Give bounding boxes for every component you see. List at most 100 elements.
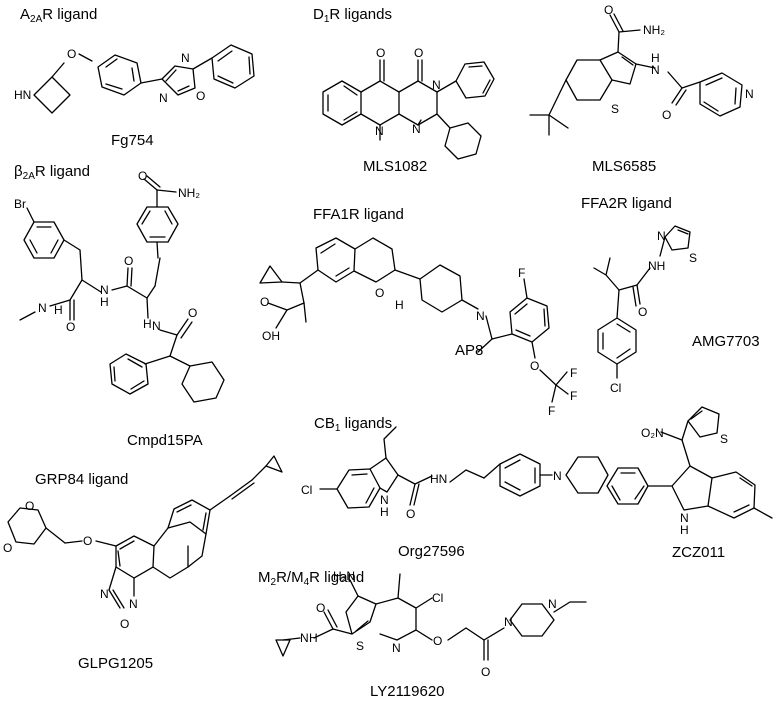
structure-glpg1205: O O O N N O bbox=[3, 455, 283, 631]
structure-ly2119620: H₂N Cl O N H S N O O N N bbox=[275, 569, 587, 679]
atom-cmpd15pa-o1: O bbox=[138, 169, 147, 183]
atom-mls1082-n3: N bbox=[375, 124, 384, 138]
atom-ap8-n: N bbox=[476, 309, 485, 323]
atom-cmpd15pa-h3: H bbox=[143, 317, 152, 331]
atom-zcz011-s: S bbox=[720, 432, 728, 446]
atom-glpg1205-o3: O bbox=[83, 534, 92, 548]
atom-glpg1205-o4: O bbox=[120, 617, 129, 631]
atom-amg7703-s: S bbox=[689, 251, 697, 265]
atom-fg754-o: O bbox=[67, 47, 76, 61]
atom-org27596-cl: Cl bbox=[301, 483, 312, 497]
atom-cmpd15pa-o4: O bbox=[188, 306, 197, 320]
atom-ly2119620-n1: N bbox=[300, 631, 309, 645]
compound-label-mls1082: MLS1082 bbox=[363, 158, 428, 175]
atom-mls1082-o2: O bbox=[414, 46, 423, 60]
heading-ffa2r: FFA2R ligand bbox=[581, 195, 672, 212]
atom-amg7703-o: O bbox=[638, 305, 647, 319]
atom-ap8-f3: F bbox=[570, 389, 577, 403]
atom-ly2119620-o3: O bbox=[481, 665, 490, 679]
structure-mls1082: O O N N N bbox=[322, 46, 495, 160]
atom-fg754-hn: HN bbox=[14, 88, 31, 102]
atom-ap8-f1: F bbox=[518, 266, 525, 280]
atom-zcz011-n: N bbox=[680, 511, 689, 525]
atom-ap8-f2: F bbox=[570, 366, 577, 380]
atom-cmpd15pa-br: Br bbox=[14, 197, 26, 211]
structure-cmpd15pa: Br O NH₂ O H N O N H H N O bbox=[14, 169, 225, 403]
atom-ly2119620-o2: O bbox=[433, 634, 442, 648]
atom-cmpd15pa-nh2: NH₂ bbox=[178, 186, 200, 200]
atom-glpg1205-n2: N bbox=[129, 597, 138, 611]
heading-b2ar: β2AR ligand bbox=[14, 163, 90, 182]
atom-ap8-f4: F bbox=[548, 404, 555, 418]
compound-label-ly2119620: LY2119620 bbox=[370, 683, 445, 700]
atom-ly2119620-n4: N bbox=[548, 597, 557, 611]
atom-fg754-n1: N bbox=[181, 51, 190, 65]
atom-amg7703-nh: NH bbox=[648, 259, 665, 273]
atom-ly2119620-n2: N bbox=[392, 641, 401, 655]
heading-cb1: CB1 ligands bbox=[314, 415, 393, 434]
atom-org27596-n2: N bbox=[553, 469, 562, 483]
atom-cmpd15pa-h2: H bbox=[54, 303, 63, 317]
heading-grp84: GRP84 ligand bbox=[35, 471, 129, 488]
structure-amg7703: N S NH O Cl bbox=[593, 225, 697, 395]
atom-cmpd15pa-n3: N bbox=[152, 319, 161, 333]
atom-mls6585-nh2: NH₂ bbox=[643, 23, 665, 37]
atom-cmpd15pa-o2: O bbox=[124, 254, 133, 268]
atom-ap8-o2: O bbox=[530, 359, 539, 373]
atom-mls6585-s: S bbox=[611, 102, 619, 116]
compound-label-glpg1205: GLPG1205 bbox=[78, 655, 154, 672]
atom-org27596-o: O bbox=[406, 507, 415, 521]
compound-label-cmpd15pa: Cmpd15PA bbox=[127, 432, 203, 449]
compound-label-ap8: AP8 bbox=[455, 342, 484, 359]
heading-a2ar: A2AR ligand bbox=[20, 6, 98, 25]
atom-glpg1205-n1: N bbox=[100, 587, 109, 601]
atom-ly2119620-cl: Cl bbox=[432, 591, 443, 605]
atom-mls1082-o1: O bbox=[376, 46, 385, 60]
atom-cmpd15pa-n2: N bbox=[38, 301, 47, 315]
atom-ap8-h: H bbox=[395, 298, 404, 312]
atom-mls6585-n2: N bbox=[745, 87, 754, 101]
structure-mls6585: O NH₂ S N H O N bbox=[529, 3, 754, 136]
compound-label-fg754: Fg754 bbox=[111, 132, 154, 149]
structure-ap8: O H N F O F F F O OH bbox=[259, 237, 577, 418]
atom-ly2119620-o1: O bbox=[316, 601, 325, 615]
atom-cmpd15pa-n1: N bbox=[100, 283, 109, 297]
atom-mls1082-n2: N bbox=[412, 122, 421, 136]
atom-ap8-o3: O bbox=[260, 295, 269, 309]
atom-amg7703-n: N bbox=[657, 229, 666, 243]
atom-amg7703-cl: Cl bbox=[610, 381, 621, 395]
atom-ly2119620-h1: H bbox=[309, 631, 318, 645]
atom-mls6585-o1: O bbox=[604, 3, 613, 17]
atom-mls6585-n: N bbox=[651, 63, 660, 77]
atom-glpg1205-o2: O bbox=[3, 541, 12, 555]
atom-zcz011-o2n: O₂N bbox=[641, 426, 664, 440]
atom-org27596-h: H bbox=[380, 505, 389, 519]
atom-ly2119620-n3: N bbox=[504, 615, 513, 629]
atom-ap8-oh: OH bbox=[262, 329, 280, 343]
structure-org27596: Cl N H O HN N bbox=[301, 426, 609, 521]
atom-org27596-n: N bbox=[380, 493, 389, 507]
atom-fg754-n2: N bbox=[159, 91, 168, 105]
heading-ffa1r: FFA1R ligand bbox=[313, 206, 404, 223]
atom-zcz011-h: H bbox=[680, 523, 689, 537]
compound-label-org27596: Org27596 bbox=[398, 543, 465, 560]
atom-glpg1205-o1: O bbox=[25, 499, 34, 513]
atom-mls1082-n1: N bbox=[432, 78, 441, 92]
atom-mls6585-o2: O bbox=[662, 108, 671, 122]
atom-cmpd15pa-h1: H bbox=[100, 295, 109, 309]
structure-fg754: O HN N N O bbox=[14, 44, 255, 114]
atom-ap8-o: O bbox=[375, 286, 384, 300]
atom-org27596-hn: HN bbox=[430, 472, 447, 486]
heading-d1r: D1R ligands bbox=[313, 6, 392, 25]
atom-fg754-o2: O bbox=[196, 89, 205, 103]
atom-ly2119620-s: S bbox=[356, 639, 364, 653]
compound-label-amg7703: AMG7703 bbox=[692, 333, 760, 350]
structure-zcz011: O₂N S N H bbox=[606, 406, 773, 537]
compound-label-zcz011: ZCZ011 bbox=[672, 544, 726, 561]
atom-ly2119620-h2n: H₂N bbox=[333, 569, 355, 583]
atom-mls6585-h: H bbox=[651, 51, 660, 65]
compound-label-mls6585: MLS6585 bbox=[592, 158, 657, 175]
atom-cmpd15pa-o3: O bbox=[66, 320, 75, 334]
